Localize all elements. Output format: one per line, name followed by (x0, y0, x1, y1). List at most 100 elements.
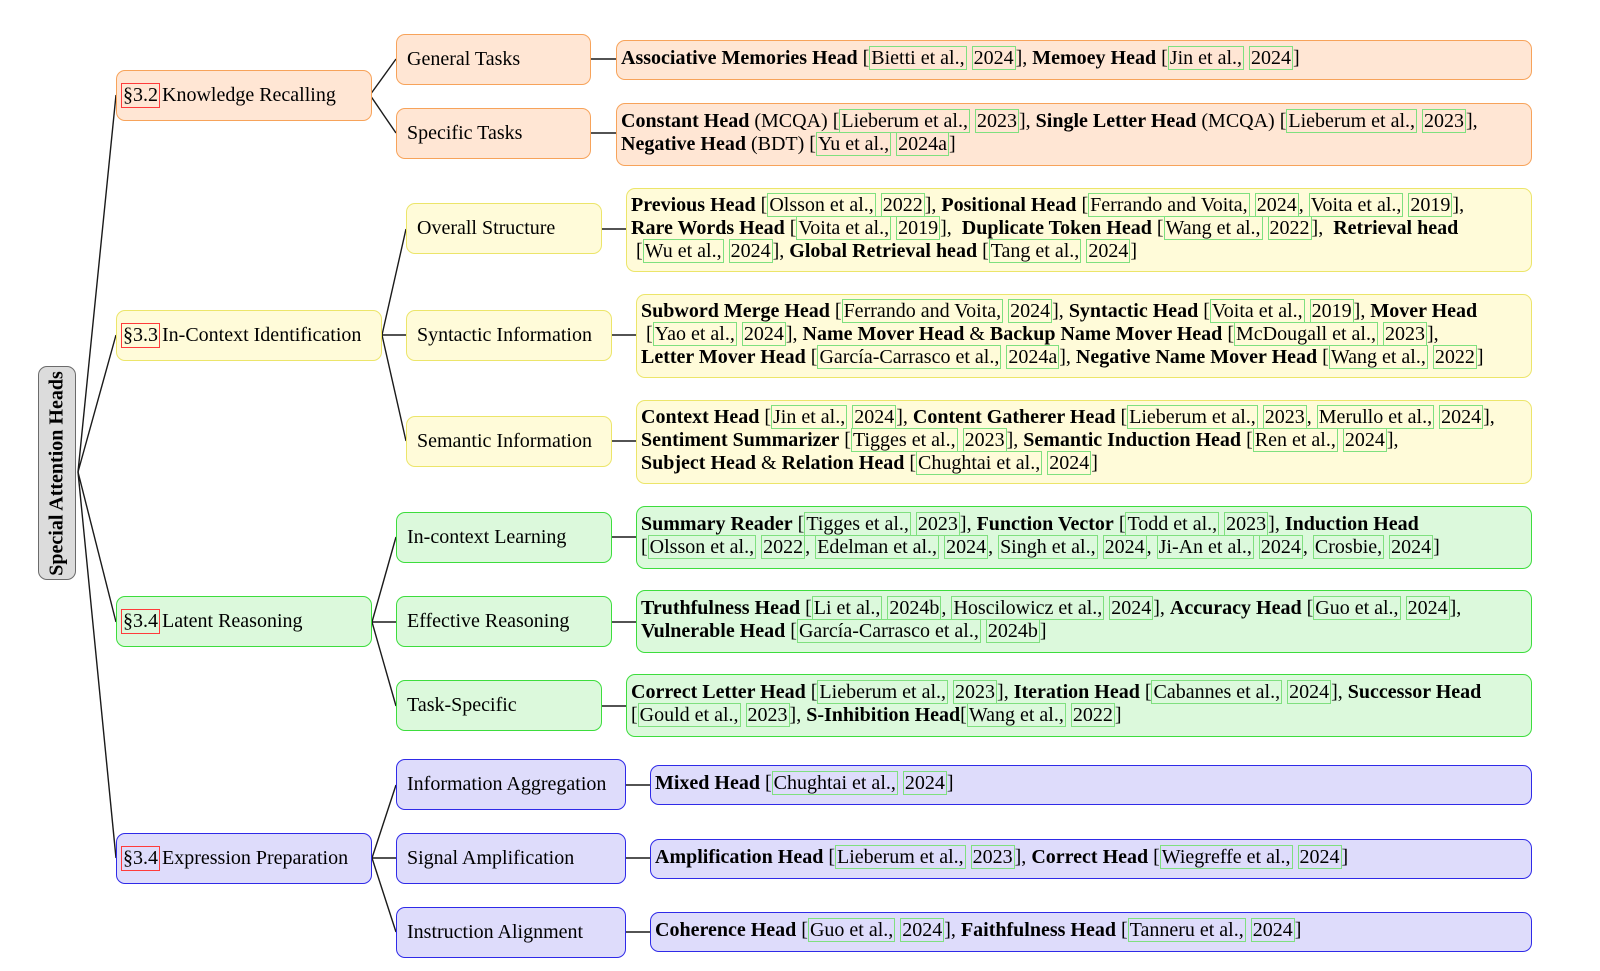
citation-link[interactable]: Crosbie, (1312, 535, 1385, 559)
citation-link[interactable]: Olsson et al., (647, 535, 757, 559)
citation-link[interactable]: Lieberum et al., (1286, 109, 1418, 133)
citation-link[interactable]: 2024b (985, 619, 1040, 643)
citation-link[interactable]: Gould et al., (637, 703, 741, 727)
citation-link[interactable]: 2024 (1405, 596, 1450, 620)
citation-link[interactable]: 2022 (1432, 345, 1477, 369)
citation-link[interactable]: 2019 (896, 216, 941, 240)
citation-link[interactable]: 2023 (962, 428, 1007, 452)
head-name: Function Vector (976, 513, 1114, 535)
citation-link[interactable]: García-Carrasco et al., (796, 619, 981, 643)
citation-link[interactable]: 2023 (1224, 512, 1269, 536)
citation-link[interactable]: Tigges et al., (804, 512, 911, 536)
citation-link[interactable]: Edelman et al., (815, 535, 940, 559)
citation-link[interactable]: Cabannes et al., (1151, 680, 1283, 704)
citation-link[interactable]: Guo et al., (807, 918, 896, 942)
citation-link[interactable]: 2024 (1297, 845, 1342, 869)
citation-link[interactable]: Ji-An et al., (1156, 535, 1254, 559)
citation-link[interactable]: 2023 (974, 109, 1019, 133)
citation-link[interactable]: Wang et al., (1163, 216, 1263, 240)
citation-link[interactable]: 2024 (1109, 596, 1154, 620)
citation-link[interactable]: 2022 (880, 193, 925, 217)
citation-link[interactable]: Yu et al., (815, 132, 892, 156)
citation-link[interactable]: 2024 (1287, 680, 1332, 704)
citation-link[interactable]: 2024 (852, 405, 897, 429)
citation-link[interactable]: Wang et al., (966, 703, 1066, 727)
citation-link[interactable]: Ferrando and Voita, (1088, 193, 1250, 217)
citation-link[interactable]: 2024 (944, 535, 989, 559)
citation-link[interactable]: 2023 (970, 845, 1015, 869)
citation-link[interactable]: 2024 (900, 918, 945, 942)
citation-link[interactable]: 2024 (1008, 299, 1053, 323)
citation-link[interactable]: Lieberum et al., (839, 109, 970, 133)
citation-link[interactable]: Voita et al., (796, 216, 892, 240)
section-ref[interactable]: §3.4 (121, 846, 160, 871)
citation-link[interactable]: Guo et al., (1313, 596, 1401, 620)
citation-link[interactable]: 2024 (1086, 239, 1131, 263)
citation-link[interactable]: 2023 (915, 512, 960, 536)
citation-link[interactable]: Lieberum et al., (835, 845, 966, 869)
citation-link[interactable]: Merullo et al., (1316, 405, 1435, 429)
citation-link[interactable]: Singh et al., (998, 535, 1098, 559)
citation-link[interactable]: Voita et al., (1308, 193, 1404, 217)
citation-link[interactable]: 2024b (887, 596, 942, 620)
citation-link[interactable]: 2023 (1422, 109, 1467, 133)
citation-link[interactable]: 2022 (761, 535, 806, 559)
text-run: ], (1006, 429, 1024, 451)
citation-link[interactable]: Voita et al., (1209, 299, 1305, 323)
citation-link[interactable]: Tigges et al., (850, 428, 958, 452)
text-run: ], (1483, 406, 1495, 428)
text-run: ] (1341, 846, 1349, 868)
citation-link[interactable]: 2024a (896, 132, 949, 156)
citation-link[interactable]: 2024 (1249, 46, 1294, 70)
citation-link[interactable]: Jin et al., (771, 405, 848, 429)
citation-link[interactable]: Hoscilowicz et al., (951, 596, 1105, 620)
citation-link[interactable]: 2023 (1262, 405, 1307, 429)
citation-link[interactable]: 2023 (745, 703, 790, 727)
citation-link[interactable]: 2024 (741, 322, 786, 346)
citation-link[interactable]: 2024 (1047, 451, 1092, 475)
citation-link[interactable]: 2024 (1439, 405, 1484, 429)
citation-link[interactable]: Wiegreffe et al., (1159, 845, 1293, 869)
citation-link[interactable]: 2024 (728, 239, 773, 263)
citation-link[interactable]: Bietti et al., (869, 46, 967, 70)
heads-list-in-context-learning: Summary Reader [Tigges et al., 2023], Fu… (636, 506, 1532, 569)
citation-link[interactable]: Yao et al., (652, 322, 737, 346)
citation-link[interactable]: 2022 (1070, 703, 1115, 727)
text-run: ], (1153, 597, 1170, 619)
citation-link[interactable]: Jin et al., (1167, 46, 1245, 70)
citation-link[interactable]: 2024 (1254, 193, 1299, 217)
section-ref[interactable]: §3.3 (121, 323, 160, 348)
citation-link[interactable]: Li et al., (811, 596, 883, 620)
citation-link[interactable]: 2022 (1267, 216, 1312, 240)
citation-link[interactable]: 2024 (1102, 535, 1147, 559)
citation-link[interactable]: 2019 (1408, 193, 1453, 217)
citation-link[interactable]: 2024 (1250, 918, 1295, 942)
citation-link[interactable]: 2023 (1382, 322, 1427, 346)
citation-link[interactable]: 2024a (1006, 345, 1060, 369)
citation-link[interactable]: 2019 (1309, 299, 1354, 323)
citation-link[interactable]: Ren et al., (1252, 428, 1338, 452)
citation-link[interactable]: 2024 (1258, 535, 1303, 559)
citation-link[interactable]: 2024 (1342, 428, 1387, 452)
citation-link[interactable]: García-Carrasco et al., (817, 345, 1002, 369)
citation-link[interactable]: 2024 (1389, 535, 1434, 559)
citation-link[interactable]: Wang et al., (1328, 345, 1428, 369)
citation-link[interactable]: 2024 (971, 46, 1016, 70)
section-ref[interactable]: §3.2 (121, 83, 160, 108)
citation-link[interactable]: Tang et al., (988, 239, 1082, 263)
citation-link[interactable]: 2024 (902, 771, 947, 795)
citation-link[interactable]: Tanneru et al., (1127, 918, 1246, 942)
section-ref[interactable]: §3.4 (121, 609, 160, 634)
citation-link[interactable]: Chughtai et al., (916, 451, 1043, 475)
citation-link[interactable]: Lieberum et al., (1127, 405, 1258, 429)
citation-link[interactable]: McDougall et al., (1233, 322, 1378, 346)
citation-link[interactable]: Lieberum et al., (817, 680, 949, 704)
citation-link[interactable]: 2023 (953, 680, 998, 704)
head-name: Duplicate Token Head (961, 217, 1152, 239)
citation-link[interactable]: Olsson et al., (767, 193, 876, 217)
citation-link[interactable]: Todd et al., (1125, 512, 1220, 536)
citation-link[interactable]: Ferrando and Voita, (841, 299, 1004, 323)
citation-link[interactable]: Wu et al., (642, 239, 724, 263)
text-run: ], (1015, 47, 1033, 69)
citation-link[interactable]: Chughtai et al., (771, 771, 898, 795)
